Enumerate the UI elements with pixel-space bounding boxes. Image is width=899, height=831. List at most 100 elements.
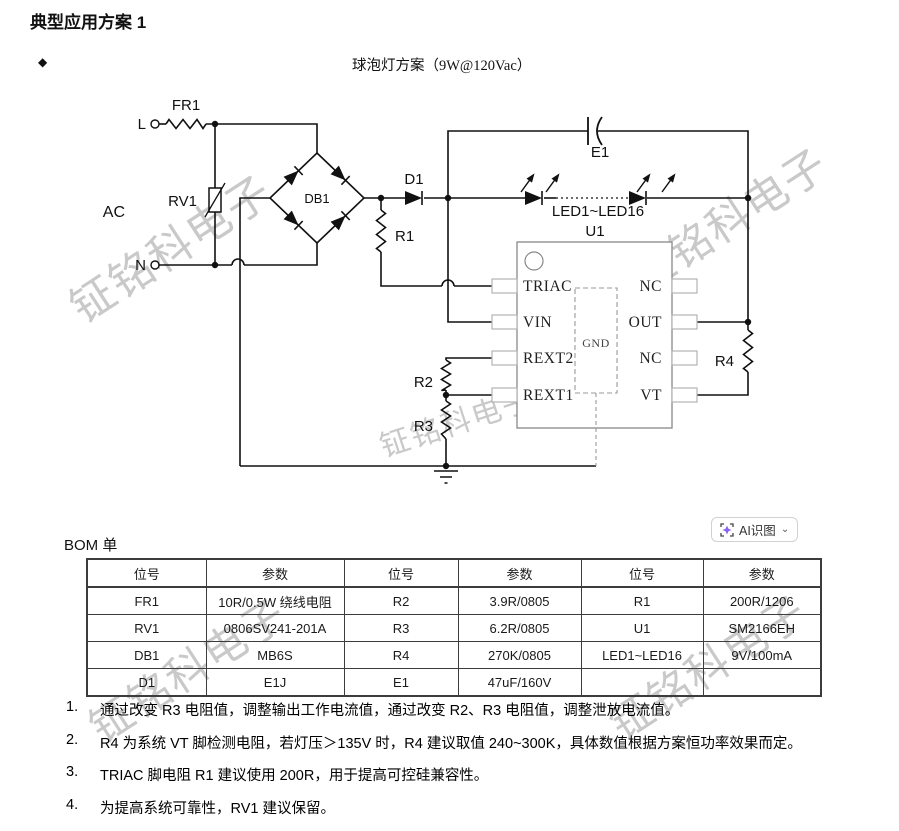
bom-row: RV1 0806SV241-201A R3 6.2R/0805 U1 SM216… <box>86 614 822 642</box>
bom-cell: DB1 <box>86 641 207 669</box>
bom-cell: LED1~LED16 <box>580 641 704 669</box>
pin-rext1: REXT1 <box>523 387 574 404</box>
pin-nc1: NC <box>639 278 662 295</box>
bom-cell: 0806SV241-201A <box>205 614 345 642</box>
bom-cell: 6.2R/0805 <box>457 614 582 642</box>
terminal-n <box>150 260 160 270</box>
label-ac: AC <box>103 204 125 221</box>
label-r1: R1 <box>395 228 414 245</box>
bom-cell: R2 <box>343 586 459 615</box>
fuse-fr1 <box>165 118 207 130</box>
bom-header-cell: 位号 <box>343 558 459 588</box>
circuit-wires <box>159 118 754 484</box>
bom-cell <box>702 668 822 697</box>
ground-symbol <box>434 470 458 484</box>
bom-header-cell: 位号 <box>86 558 207 588</box>
pin-nc2: NC <box>639 350 662 367</box>
bom-cell: 3.9R/0805 <box>457 586 582 615</box>
bom-header-row: 位号 参数 位号 参数 位号 参数 <box>86 558 822 588</box>
pin-vt: VT <box>640 387 662 404</box>
resistor-r3 <box>440 400 452 440</box>
ic-pin-pads <box>491 278 698 403</box>
ic-pin-labels: TRIAC VIN REXT2 REXT1 NC OUT NC VT GND <box>523 278 662 404</box>
bom-cell: RV1 <box>86 614 207 642</box>
diamond-bullet-icon: ◆ <box>38 55 48 69</box>
pin-out: OUT <box>629 314 662 331</box>
bridge-db1 <box>268 151 366 245</box>
bom-table: 位号 参数 位号 参数 位号 参数 FR1 10R/0.5W 绕线电阻 R2 3… <box>86 558 822 697</box>
pin1-marker <box>524 251 544 271</box>
bom-cell: FR1 <box>86 586 207 615</box>
label-d1: D1 <box>404 171 423 188</box>
label-l: L <box>138 116 146 133</box>
bom-title: BOM 单 <box>64 537 118 554</box>
bom-header-cell: 参数 <box>205 558 345 588</box>
ai-recognize-button[interactable]: AI识图 ⌄ <box>711 517 799 542</box>
ai-button-label: AI识图 <box>739 524 776 538</box>
note-number: 1. <box>66 699 79 715</box>
terminal-l <box>150 119 160 129</box>
application-notes: 1. 通过改变 R3 电阻值，调整输出工作电流值，通过改变 R2、R3 电阻值，… <box>66 699 888 829</box>
bom-cell: 10R/0.5W 绕线电阻 <box>205 586 345 615</box>
label-rv1: RV1 <box>168 193 197 210</box>
bom-cell: 200R/1206 <box>702 586 822 615</box>
bom-header-cell: 位号 <box>580 558 704 588</box>
bom-cell: U1 <box>580 614 704 642</box>
page-title: 典型应用方案 1 <box>30 13 147 32</box>
note-number: 2. <box>66 731 79 748</box>
bom-cell: E1 <box>343 668 459 697</box>
pin-vin: VIN <box>523 314 552 331</box>
bom-row: DB1 MB6S R4 270K/0805 LED1~LED16 9V/100m… <box>86 641 822 669</box>
bom-row: D1 E1J E1 47uF/160V <box>86 668 822 697</box>
bom-cell: MB6S <box>205 641 345 669</box>
varistor-rv1 <box>204 182 226 218</box>
note-number: 3. <box>66 764 79 780</box>
label-fr1: FR1 <box>172 97 200 114</box>
node-dots <box>211 120 752 470</box>
bom-cell: R3 <box>343 614 459 642</box>
label-db1: DB1 <box>304 191 329 206</box>
label-r2: R2 <box>414 374 433 391</box>
note-text: 通过改变 R3 电阻值，调整输出工作电流值，通过改变 R2、R3 电阻值，调整泄… <box>100 703 680 719</box>
bom-cell: 270K/0805 <box>457 641 582 669</box>
label-u1: U1 <box>585 223 604 240</box>
chevron-down-icon: ⌄ <box>780 523 790 535</box>
label-r4: R4 <box>715 353 734 370</box>
bom-cell: R4 <box>343 641 459 669</box>
capacitor-e1 <box>587 116 603 146</box>
bom-cell: E1J <box>205 668 345 697</box>
label-n: N <box>135 257 146 274</box>
bom-cell: 47uF/160V <box>457 668 582 697</box>
bom-cell: 9V/100mA <box>702 641 822 669</box>
ai-scan-icon <box>720 522 734 537</box>
label-e1: E1 <box>591 144 609 161</box>
led-string <box>520 173 676 205</box>
bom-row: FR1 10R/0.5W 绕线电阻 R2 3.9R/0805 R1 200R/1… <box>86 586 822 615</box>
scheme-title: 球泡灯方案（9W@120Vac） <box>352 58 532 74</box>
bom-cell <box>580 668 704 697</box>
note-item: 3. TRIAC 脚电阻 R1 建议使用 200R，用于提高可控硅兼容性。 <box>66 764 888 785</box>
note-item: 2. R4 为系统 VT 脚检测电阻，若灯压＞135V 时，R4 建议取值 24… <box>66 732 888 753</box>
note-item: 4. 为提高系统可靠性，RV1 建议保留。 <box>66 797 888 818</box>
pin-gnd: GND <box>582 336 610 350</box>
bom-cell: D1 <box>86 668 207 697</box>
resistor-r2 <box>439 359 453 392</box>
led-light-arrows <box>520 173 676 193</box>
bom-cell: SM2166EH <box>702 614 822 642</box>
bom-header-cell: 参数 <box>457 558 582 588</box>
note-item: 1. 通过改变 R3 电阻值，调整输出工作电流值，通过改变 R2、R3 电阻值，… <box>66 699 888 720</box>
resistor-r1 <box>375 209 387 253</box>
pin-rext2: REXT2 <box>523 350 574 367</box>
bom-cell: R1 <box>580 586 704 615</box>
label-r3: R3 <box>414 418 433 435</box>
circuit-labels: L AC N FR1 RV1 DB1 D1 R1 R2 R3 R4 E1 LED… <box>103 97 734 435</box>
bom-header-cell: 参数 <box>702 558 822 588</box>
note-text: R4 为系统 VT 脚检测电阻，若灯压＞135V 时，R4 建议取值 240~3… <box>100 735 802 752</box>
label-led-string: LED1~LED16 <box>552 203 644 220</box>
resistor-r4 <box>742 329 754 373</box>
note-text: 为提高系统可靠性，RV1 建议保留。 <box>100 800 335 817</box>
pin-triac: TRIAC <box>523 278 572 295</box>
diode-d1 <box>405 191 423 205</box>
ic-u1 <box>491 241 698 466</box>
note-number: 4. <box>66 796 79 813</box>
